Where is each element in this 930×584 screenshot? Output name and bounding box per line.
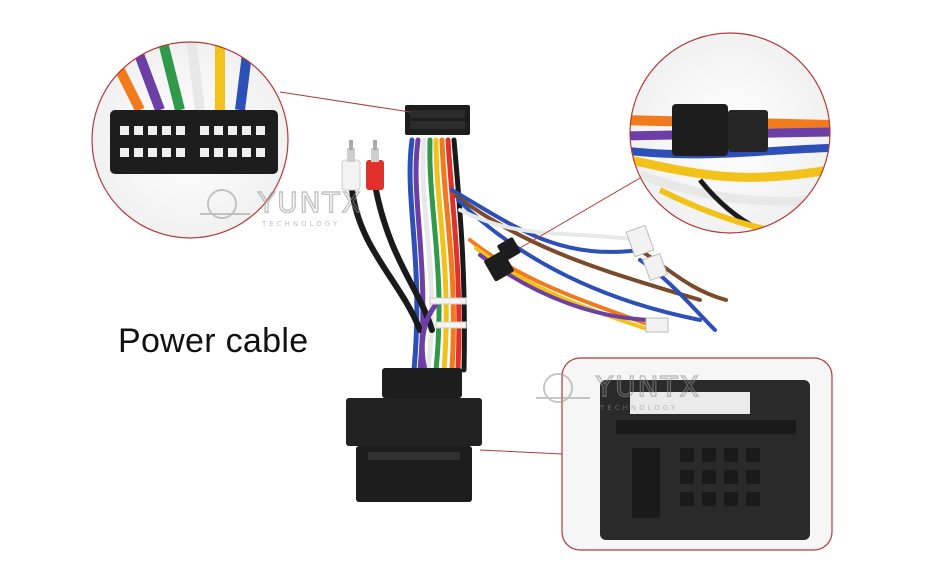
watermark-subtext: TECHNOLOGY [599,404,678,412]
caption-title: Power cable [118,322,309,360]
rca-plug-white [341,140,361,191]
main-wire-bundle [349,137,728,373]
cable-tie [429,297,467,305]
zoom-panel-quadlock [561,357,833,551]
quadlock-connector [346,368,482,502]
watermark-text: YUNTX [595,370,701,403]
brand-watermark: YUNTX TECHNOLOGY [536,369,701,412]
top-pin-connector [405,105,470,135]
brand-watermark: YUNTX TECHNOLOGY [200,185,363,228]
watermark-subtext: TECHNOLOGY [261,220,340,228]
zoom-circle-pin-connector [91,41,289,239]
zoom-circle-inline-connector [629,32,831,234]
watermark-text: YUNTX [257,186,363,219]
white-plug [625,224,669,333]
inline-connector [484,237,521,282]
rca-plug-red [366,140,384,190]
callout-lines [279,91,641,455]
cable-tie [435,321,467,329]
